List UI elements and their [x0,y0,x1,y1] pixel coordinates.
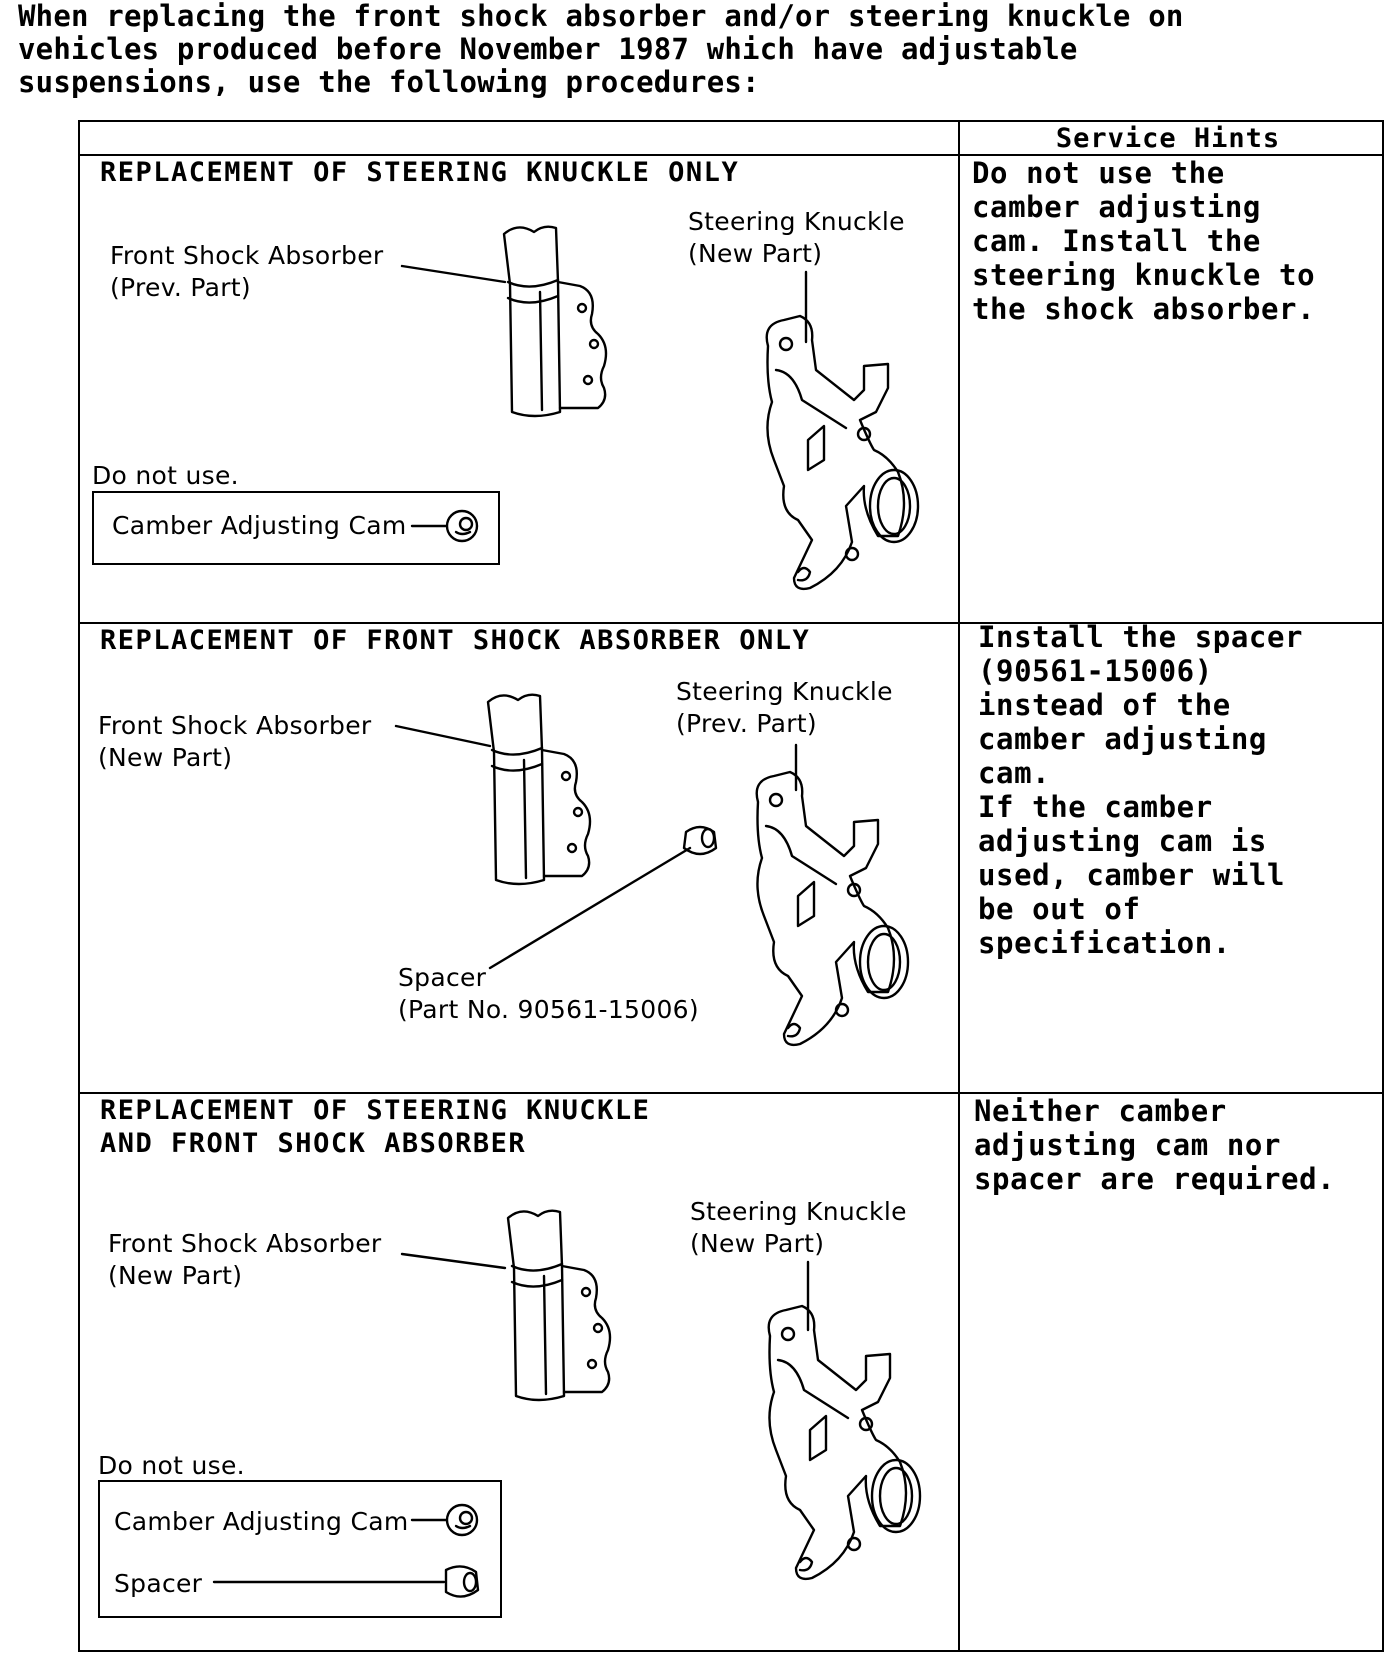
shock-absorber-icon [486,693,592,886]
steering-knuckle-icon [755,770,910,1047]
row3-knuckle-label: Steering Knuckle (New Part) [690,1197,907,1258]
row2-spacer-label: Spacer (Part No. 90561-15006) [398,963,699,1024]
row2-title: REPLACEMENT OF FRONT SHOCK ABSORBER ONLY [100,625,811,656]
spacer-icon [212,1565,480,1598]
row1-hint: Do not use the camber adjusting cam. Ins… [972,156,1316,326]
row3-cam-label: Camber Adjusting Cam [114,1507,409,1536]
shock-absorber-icon [506,1209,612,1402]
row1-do-not-use-box [92,491,500,565]
shock-absorber-icon [502,225,608,418]
row3-shock-label: Front Shock Absorber (New Part) [108,1229,382,1290]
steering-knuckle-icon [767,1304,922,1581]
row1-cam-label: Camber Adjusting Cam [112,511,407,540]
row3-spacer-label: Spacer [114,1569,203,1598]
row3-do-not-use-box [98,1480,502,1618]
header-divider [78,154,1384,156]
intro-paragraph: When replacing the front shock absorber … [18,0,1184,99]
row1-shock-label: Front Shock Absorber (Prev. Part) [110,241,384,302]
spacer-icon [682,825,718,856]
row3-hint: Neither camber adjusting cam nor spacer … [974,1094,1336,1196]
row2-shock-label: Front Shock Absorber (New Part) [98,711,372,772]
row1-knuckle-label: Steering Knuckle (New Part) [688,207,905,268]
row1-do-not-use: Do not use. [92,461,239,490]
row2-knuckle-label: Steering Knuckle (Prev. Part) [676,677,893,738]
procedure-table [78,120,1384,1652]
service-hints-header: Service Hints [1055,123,1281,154]
row2-hint: Install the spacer (90561-15006) instead… [978,620,1304,960]
row-divider-1 [78,622,1384,624]
table-column-divider [958,120,960,1652]
steering-knuckle-icon [765,314,920,591]
row3-do-not-use: Do not use. [98,1451,245,1480]
camber-cam-icon [410,509,479,543]
row1-title: REPLACEMENT OF STEERING KNUCKLE ONLY [100,157,740,188]
row-divider-2 [78,1092,1384,1094]
row3-title: REPLACEMENT OF STEERING KNUCKLE AND FRON… [100,1095,651,1159]
camber-cam-icon [410,1503,479,1537]
